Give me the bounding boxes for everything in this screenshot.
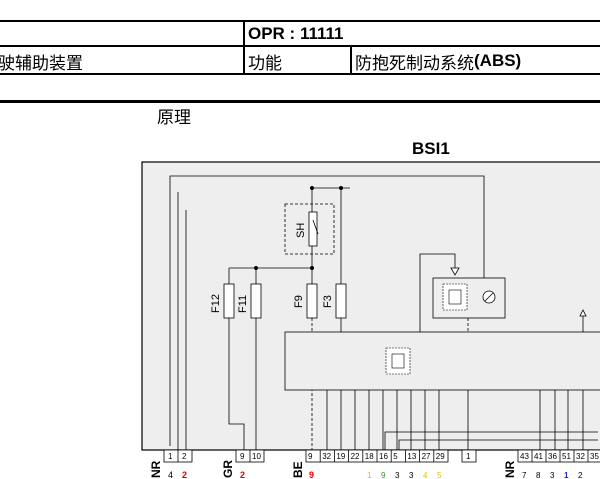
wire-f12-out	[228, 318, 245, 452]
wire-upper-module	[419, 253, 456, 332]
header-divider-2	[350, 47, 352, 73]
partial-pin: 1	[564, 471, 569, 479]
fuse-label-f12: F12	[210, 294, 222, 313]
fuse-f12	[223, 283, 235, 319]
pin: 41	[534, 452, 543, 461]
pin: 36	[548, 452, 557, 461]
pin: 51	[562, 452, 571, 461]
pin: 18	[365, 452, 374, 461]
relay-sh-box	[284, 203, 335, 255]
relay-sh-contact	[308, 211, 318, 247]
opr-label: OPR : 11111	[248, 23, 344, 43]
fuse-f11	[250, 283, 262, 319]
connector-label-nr: NR	[149, 460, 163, 478]
lower-frame-1	[384, 431, 598, 452]
header-left-title: 驶辅助装置	[0, 53, 83, 73]
inner-frame-line	[169, 175, 485, 446]
partial-pin: 4	[423, 471, 428, 479]
junction-dot	[310, 266, 314, 270]
pin: 9	[308, 452, 313, 461]
partial-pin: 1	[367, 471, 372, 479]
partial-pin: 2	[182, 470, 187, 479]
ecu-chip-core	[391, 353, 405, 369]
partial-pin: 5	[437, 471, 442, 479]
pin: 32	[322, 452, 331, 461]
pin: 29	[436, 452, 445, 461]
fuse-label-f9: F9	[293, 295, 305, 308]
connector-label-nr-2: NR	[503, 460, 517, 478]
connector-be-1	[461, 449, 477, 463]
relay-sh-switch	[312, 219, 319, 235]
function-value: 防抱死制动系统(ABS)	[355, 47, 521, 75]
partial-pin: 2	[240, 470, 245, 479]
function-value-prefix: 防抱死制动系统	[355, 53, 474, 73]
partial-pin: 3	[395, 471, 400, 479]
relay-sh-label: SH	[295, 223, 307, 238]
signal-arrow-icon	[450, 267, 460, 276]
partial-pin: 2	[578, 471, 583, 479]
connector-label-gr: GR	[221, 460, 235, 478]
partial-pin: 4	[168, 470, 173, 479]
sensor-chip-core	[448, 289, 462, 305]
header-divider-1	[243, 22, 245, 73]
lower-frame-2	[398, 439, 598, 452]
pin: 9	[240, 452, 245, 461]
connector-label-be: BE	[291, 461, 305, 478]
function-value-abbr: (ABS)	[474, 51, 522, 70]
fuse-f9	[306, 283, 318, 319]
header-row-1: OPR : 11111	[0, 22, 600, 47]
partial-pin: 9	[381, 471, 386, 479]
ecu-output-wires	[326, 390, 584, 452]
pin: 1	[168, 452, 173, 461]
sensor-gauge-needle	[484, 292, 494, 302]
section-rule	[0, 100, 600, 103]
pin: 43	[520, 452, 529, 461]
partial-pin: 3	[550, 471, 555, 479]
pin: 22	[351, 452, 360, 461]
function-label: 功能	[248, 53, 282, 73]
pin: 1	[466, 452, 471, 461]
pin: 32	[576, 452, 585, 461]
ecu-chip-icon	[385, 347, 411, 375]
fuse-label-f11: F11	[237, 295, 249, 313]
pin: 35	[590, 452, 599, 461]
partial-pin: 8	[536, 471, 541, 479]
partial-pin: 7	[522, 471, 527, 479]
pin: 27	[422, 452, 431, 461]
partial-pin: 9	[309, 470, 314, 479]
bsi-module-box	[141, 161, 600, 451]
pin: 13	[407, 452, 416, 461]
pin: 5	[393, 452, 398, 461]
module-title: BSI1	[412, 139, 450, 158]
header-table: OPR : 11111 驶辅助装置 功能 防抱死制动系统(ABS)	[0, 20, 600, 75]
sensor-chip-icon	[442, 283, 468, 311]
connector-strip: 1 2 9 10 9 32 19 22 18 16 5 13 27 29 1 43 41 36 51 32 3…	[163, 449, 600, 463]
pin: 19	[336, 452, 345, 461]
pin: 16	[379, 452, 388, 461]
partial-pin: 3	[409, 471, 414, 479]
section-label: 原理	[157, 108, 191, 127]
fuse-label-f3: F3	[322, 295, 334, 308]
pin: 10	[252, 452, 261, 461]
ecu-block	[284, 331, 600, 391]
pin: 2	[182, 452, 187, 461]
fuse-f3	[335, 283, 347, 319]
connector-nr-2	[517, 449, 600, 463]
